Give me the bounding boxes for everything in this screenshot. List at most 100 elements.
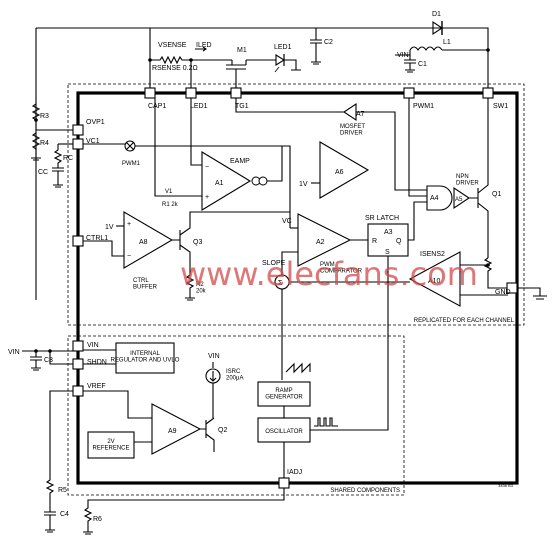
pin-cap1 <box>144 87 156 99</box>
resistor-rsense <box>150 55 232 65</box>
iled-arrow <box>195 46 207 52</box>
l1-label: L1 <box>443 39 451 46</box>
wire-sum-a2 <box>281 251 298 275</box>
pin-iadj <box>278 477 290 489</box>
ovp1-label: OVP1 <box>86 119 105 126</box>
shdn-label: SHDN <box>87 359 107 366</box>
pwm-comparator-a2 <box>297 213 352 267</box>
eamp-label: EAMP <box>230 158 250 165</box>
pin-shdn <box>72 358 84 370</box>
wire-cap1-a1 <box>154 98 202 197</box>
led1-label: LED1 <box>274 44 292 51</box>
shared-label: SHARED COMPONENTS <box>330 488 400 494</box>
a3-label: A3 <box>384 229 393 236</box>
shared-section <box>67 335 405 496</box>
sr-latch-label: SR LATCH <box>365 215 399 222</box>
v1-label: V1 <box>165 189 173 195</box>
ramp-generator-block <box>257 381 311 407</box>
resistor-r5 <box>45 390 73 508</box>
latch-q-label: Q <box>396 238 402 245</box>
a2-label: A2 <box>316 239 325 246</box>
wire-pwm1-a4 <box>408 98 427 197</box>
a9-label: A9 <box>168 428 177 435</box>
pin-pwm1 <box>403 87 415 99</box>
a1-label: A1 <box>215 180 224 187</box>
resistor-r2 <box>185 274 195 301</box>
resistor-r6 <box>83 488 285 535</box>
mosfet-m1 <box>226 60 247 92</box>
clock-waveform-icon <box>314 417 338 427</box>
pin-ovp1 <box>72 124 84 136</box>
r5-label: R5 <box>58 487 67 494</box>
wire-ctrl-a8 <box>83 240 124 257</box>
q1-label: Q1 <box>492 191 501 198</box>
one-v-a6-label: 1V <box>299 181 308 188</box>
r1-label: R1 2k <box>162 202 179 208</box>
ctrl1-label: CTRL1 <box>86 235 108 242</box>
wire-vref-a9 <box>83 390 152 419</box>
wire-vin-ext <box>22 350 73 365</box>
vin-left-label: VIN <box>8 349 20 356</box>
wire-top-rail <box>36 27 489 92</box>
a8-minus: − <box>127 253 131 260</box>
figure-id: 3436 B3 <box>498 483 514 488</box>
iled-label: ILED <box>196 42 212 49</box>
wire-led1-a1 <box>190 98 202 166</box>
sense-resistor <box>483 257 512 289</box>
r6-label: R6 <box>93 516 102 523</box>
a6-label: A6 <box>335 169 344 176</box>
vsense-label: VSENSE <box>158 42 187 49</box>
transistor-q3 <box>172 211 290 275</box>
slope-label: SLOPE <box>262 260 286 267</box>
capacitor-c3 <box>30 351 42 371</box>
rc-cc-network <box>52 144 64 188</box>
rsense-label: RSENSE 0.2Ω <box>152 65 198 72</box>
capacitor-c4 <box>44 508 56 533</box>
a10-label: A10 <box>428 278 441 285</box>
m1-label: M1 <box>237 47 247 54</box>
latch-s-label: S <box>385 249 390 256</box>
a8-label: A8 <box>139 239 148 246</box>
cc-label: CC <box>38 169 48 176</box>
pwm1-osc-label: PWM1 <box>122 161 141 167</box>
current-source-icon <box>258 176 268 186</box>
vc1-label: VC1 <box>86 138 100 145</box>
pin-led1 <box>185 87 197 99</box>
ctrl-buffer-a8 <box>123 211 174 269</box>
oscillator-block <box>257 417 311 443</box>
reference-block <box>87 431 135 459</box>
latch-r-label: R <box>372 238 377 245</box>
pin-vin <box>72 340 84 352</box>
a7-buffer <box>343 102 357 122</box>
tg1-label: TG1 <box>235 103 249 110</box>
c2-label: C2 <box>324 39 333 46</box>
replicated-label: REPLICATED FOR EACH CHANNEL <box>414 318 515 324</box>
d1-label: D1 <box>432 11 441 18</box>
oscillator-label: OSCILLATOR <box>265 429 303 435</box>
wire-vin-reg <box>83 349 116 365</box>
iadj-label: IADJ <box>287 469 302 476</box>
isens-amp-a10 <box>408 251 461 307</box>
pin-ctrl1 <box>72 235 84 247</box>
wire-q-a4 <box>408 201 427 241</box>
a4-label: A4 <box>430 195 439 202</box>
wire-a1-vc <box>267 146 283 182</box>
vin-top-label: VIN <box>397 52 409 59</box>
reference-amp-a9 <box>151 403 202 455</box>
r4-label: R4 <box>40 140 49 147</box>
transistor-q1 <box>469 98 489 258</box>
inductor-l1 <box>409 46 443 51</box>
ground-symbol <box>517 287 547 300</box>
wire-tg1-driver <box>235 98 346 113</box>
eamp-a1 <box>201 151 252 211</box>
r3-label: R3 <box>40 113 49 120</box>
vin-isrc-label: VIN <box>208 353 220 360</box>
